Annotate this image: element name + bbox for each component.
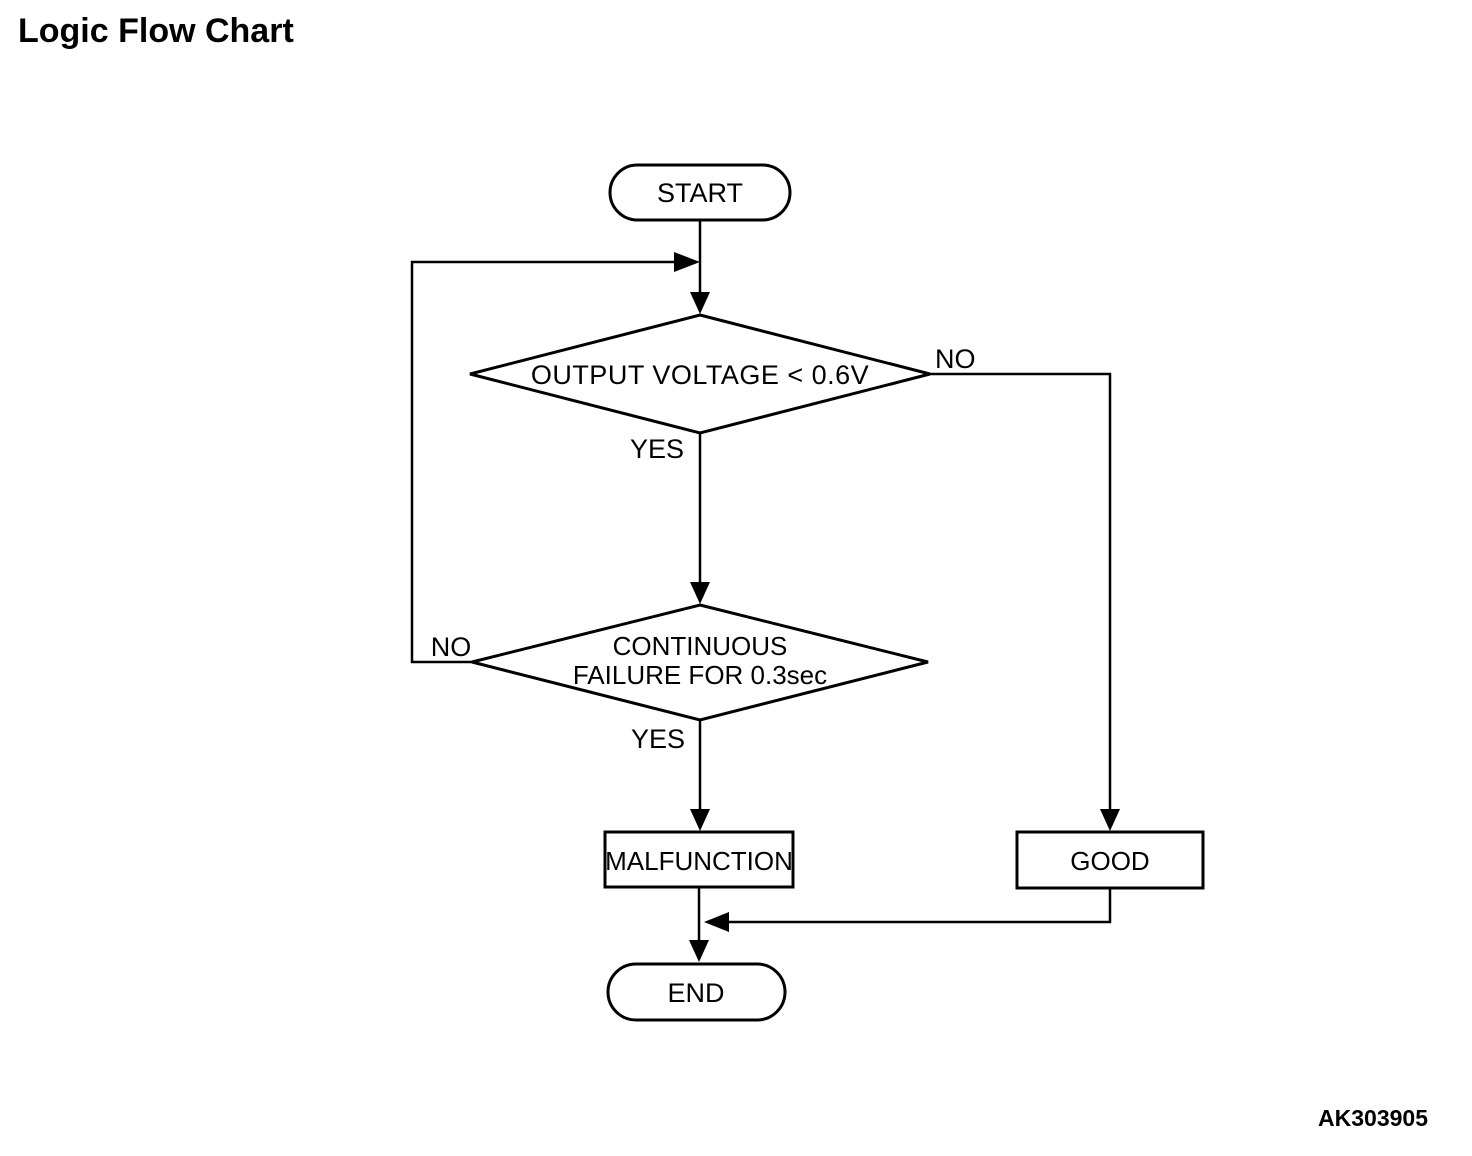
arrowhead-join-left-icon: [704, 912, 729, 932]
edge-decision2-no-feedback: [410, 260, 674, 664]
node-decision-output-voltage: [469, 313, 931, 435]
start-label: START: [657, 178, 743, 208]
node-decision-continuous-failure: [471, 603, 929, 722]
decision1-label: OUTPUT VOLTAGE < 0.6V: [531, 360, 869, 390]
arrowhead-into-end-icon: [689, 940, 709, 962]
arrowhead-into-malfunction-icon: [690, 809, 710, 831]
node-start-terminator: [608, 163, 792, 222]
decision2-yes-label: YES: [631, 724, 685, 754]
arrowhead-feedback-right-icon: [674, 252, 700, 272]
malfunction-label: MALFUNCTION: [605, 846, 793, 876]
figure-code: AK303905: [1318, 1105, 1428, 1131]
end-label: END: [667, 978, 724, 1008]
decision2-no-label: NO: [431, 632, 472, 662]
arrowhead-into-decision1-icon: [690, 292, 710, 314]
edge-good-to-end: [728, 888, 1112, 924]
decision2-label-line2: FAILURE FOR 0.3sec: [573, 660, 827, 690]
node-end-terminator: [606, 962, 787, 1022]
decision1-no-label: NO: [935, 344, 976, 374]
node-good-process: [1015, 830, 1205, 890]
edge-decision1-no-to-good: [930, 372, 1112, 812]
decision1-yes-label: YES: [630, 434, 684, 464]
decision2-label-line1: CONTINUOUS: [613, 631, 788, 661]
good-label: GOOD: [1070, 846, 1149, 876]
arrowhead-into-decision2-icon: [690, 582, 710, 604]
page-title: Logic Flow Chart: [18, 12, 294, 50]
node-malfunction-process: [603, 830, 795, 889]
arrowhead-into-good-icon: [1100, 809, 1120, 831]
